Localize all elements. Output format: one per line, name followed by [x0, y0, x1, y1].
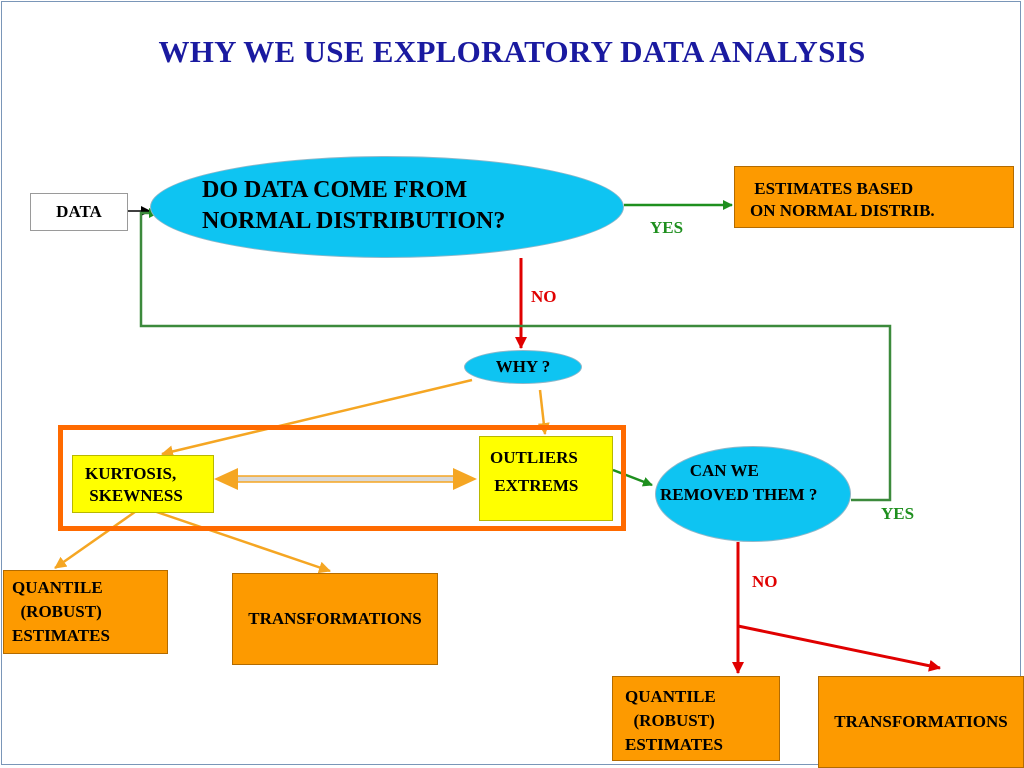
- quantile-estimates-right-box[interactable]: QUANTILE (ROBUST) ESTIMATES: [612, 676, 780, 761]
- arrow-feedback-loop: [139, 208, 892, 502]
- question-text: DO DATA COME FROM NORMAL DISTRIBUTION?: [202, 177, 506, 234]
- arrow-kurtosis-to-transformations: [141, 505, 331, 574]
- quantile-left-text: QUANTILE (ROBUST) ESTIMATES: [12, 578, 110, 645]
- arrow-why-to-kurtosis: [161, 378, 473, 458]
- quantile-right-text: QUANTILE (ROBUST) ESTIMATES: [625, 687, 723, 754]
- can-we-remove-ellipse[interactable]: CAN WE REMOVED THEM ?: [655, 446, 851, 542]
- why-text: WHY ?: [495, 357, 551, 376]
- arrow-no-to-transformations: [737, 624, 941, 672]
- yes-label-top: YES: [650, 218, 684, 237]
- double-arrow-kurtosis-outliers: [214, 468, 477, 490]
- transformations-left-text: TRANSFORMATIONS: [248, 609, 422, 628]
- yes-label-right: YES: [881, 504, 915, 523]
- arrow-outliers-to-can: [612, 468, 653, 487]
- quantile-estimates-left-box[interactable]: QUANTILE (ROBUST) ESTIMATES: [3, 570, 168, 654]
- no-label-top: NO: [531, 287, 557, 306]
- estimates-text: ESTIMATES BASED ON NORMAL DISTRIB.: [750, 179, 935, 220]
- transformations-left-box[interactable]: TRANSFORMATIONS: [232, 573, 438, 665]
- can-remove-text: CAN WE REMOVED THEM ?: [660, 461, 818, 504]
- arrow-kurtosis-to-quantile: [54, 505, 143, 570]
- causes-group-frame: [58, 425, 626, 531]
- kurtosis-text: KURTOSIS, SKEWNESS: [85, 464, 183, 505]
- estimates-normal-box[interactable]: ESTIMATES BASED ON NORMAL DISTRIB.: [734, 166, 1014, 228]
- transformations-right-text: TRANSFORMATIONS: [834, 712, 1008, 731]
- page-title: WHY WE USE EXPLORATORY DATA ANALYSIS: [158, 34, 866, 69]
- normal-distribution-question[interactable]: DO DATA COME FROM NORMAL DISTRIBUTION?: [150, 156, 624, 258]
- outliers-text: OUTLIERS EXTREMS: [490, 448, 579, 495]
- data-box-label: DATA: [56, 202, 102, 221]
- transformations-right-box[interactable]: TRANSFORMATIONS: [818, 676, 1024, 768]
- no-label-bottom: NO: [752, 572, 778, 591]
- why-ellipse[interactable]: WHY ?: [464, 350, 582, 384]
- outliers-extrems-box[interactable]: OUTLIERS EXTREMS: [479, 436, 613, 521]
- kurtosis-skewness-box[interactable]: KURTOSIS, SKEWNESS: [72, 455, 214, 513]
- data-box[interactable]: DATA: [30, 193, 128, 231]
